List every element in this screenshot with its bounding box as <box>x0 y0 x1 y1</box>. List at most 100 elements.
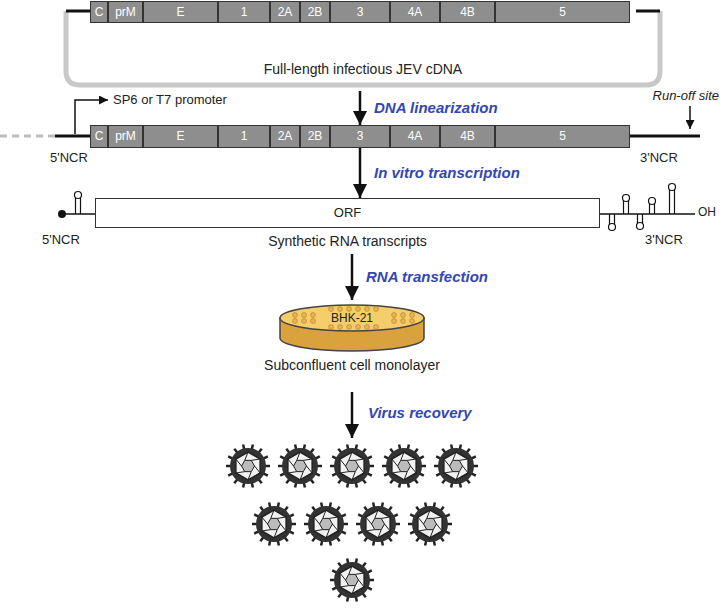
capsid-edge <box>355 573 364 574</box>
capsid-edge <box>245 452 248 460</box>
rna-ncr <box>62 213 95 215</box>
capsid-edge <box>352 586 355 594</box>
gene-segment: 4A <box>390 125 440 148</box>
capsid-edge <box>355 459 364 460</box>
gene-segment: C <box>90 125 108 148</box>
ncr-line <box>55 135 90 138</box>
capsid-edge <box>340 472 349 473</box>
cell <box>347 307 352 312</box>
capsid-edge <box>297 452 300 460</box>
gene-name: C <box>91 126 107 146</box>
gene-segment: E <box>143 1 218 23</box>
capsid-edge <box>340 573 346 580</box>
capsid-edge <box>274 530 277 538</box>
gene-segment: 5 <box>495 1 630 23</box>
capsid <box>340 566 364 594</box>
cell <box>392 313 397 318</box>
capsid <box>444 452 468 480</box>
annotation-label: SP6 or T7 promoter <box>113 92 227 107</box>
cell <box>365 307 370 312</box>
culture-dish <box>242 300 462 356</box>
gene-segment: E <box>143 125 218 148</box>
step-arrow <box>359 148 362 198</box>
cell <box>356 325 361 330</box>
capsid-edge <box>437 524 443 531</box>
capsid-edge <box>453 452 456 460</box>
gene-segment: 4B <box>440 125 495 148</box>
gene-name: 2B <box>301 126 329 146</box>
capsid-edge <box>271 510 274 518</box>
capsid <box>314 510 338 538</box>
envelope <box>230 448 266 484</box>
cell <box>293 319 298 324</box>
loop <box>609 224 616 231</box>
capsid-face <box>398 460 411 471</box>
gene-name: 3 <box>331 2 389 22</box>
gene-segment: 2B <box>300 1 330 23</box>
vector-backbone <box>0 135 55 138</box>
capsid-edge <box>427 510 430 518</box>
rna-transcript: ORFSynthetic RNA transcripts <box>95 198 600 254</box>
capsid-edge <box>303 459 312 460</box>
capsid <box>418 510 442 538</box>
annotation-label: 5'NCR <box>50 150 88 165</box>
gene-name: prM <box>109 2 142 22</box>
capsid <box>236 452 260 480</box>
loop <box>669 184 676 191</box>
capsid-edge <box>248 472 251 480</box>
envelope <box>308 506 344 542</box>
gene-name: 2A <box>271 2 299 22</box>
cap-dot <box>58 210 66 218</box>
capsid <box>366 510 390 538</box>
cell <box>329 325 334 330</box>
capsid-face <box>372 518 385 529</box>
step-label: DNA linearization <box>372 99 500 116</box>
virion <box>252 503 296 546</box>
cell <box>401 319 406 324</box>
capsid-face <box>346 460 359 471</box>
loop <box>623 195 630 202</box>
capsid <box>340 452 364 480</box>
gene-name: 1 <box>219 126 269 146</box>
capsid-edge <box>262 517 268 524</box>
capsid-edge <box>236 472 245 473</box>
capsid-edge <box>314 517 320 524</box>
capsid-edge <box>326 530 329 538</box>
capsid-edge <box>366 530 375 531</box>
capsid-edge <box>463 466 469 473</box>
capsid-face <box>346 574 359 585</box>
envelope <box>334 448 370 484</box>
loop <box>75 192 82 199</box>
caption-label: Subconfluent cell monolayer <box>242 356 462 374</box>
annotation-label: 5'NCR <box>42 232 80 247</box>
runoff-arrow <box>689 106 691 129</box>
annotation-label: OH <box>698 205 716 219</box>
capsid-edge <box>392 459 398 466</box>
cell <box>392 319 397 324</box>
virion <box>330 445 374 488</box>
capsid-edge <box>251 459 260 460</box>
step-label: In vitro transcription <box>372 164 522 181</box>
capsid-edge <box>385 524 391 531</box>
gene-segment: 4B <box>440 1 495 23</box>
envelope <box>386 448 422 484</box>
capsid <box>262 510 286 538</box>
capsid-edge <box>433 517 442 518</box>
box-label: BHK-21 <box>242 310 462 326</box>
capsid-edge <box>430 530 433 538</box>
cell <box>401 313 406 318</box>
virion <box>382 445 426 488</box>
cell <box>374 325 379 330</box>
virion <box>356 503 400 546</box>
annotation-label: Run-off site <box>653 88 719 103</box>
envelope <box>256 506 292 542</box>
gene-name: 2B <box>301 2 329 22</box>
caption-label: Synthetic RNA transcripts <box>95 232 600 250</box>
capsid-face <box>242 460 255 471</box>
capsid-face <box>424 518 437 529</box>
caption-label: Full-length infectious JEV cDNA <box>58 60 668 78</box>
cell <box>374 307 379 312</box>
gene-name: 4A <box>391 2 439 22</box>
capsid-edge <box>329 517 338 518</box>
annotation-label: 3'NCR <box>640 150 678 165</box>
